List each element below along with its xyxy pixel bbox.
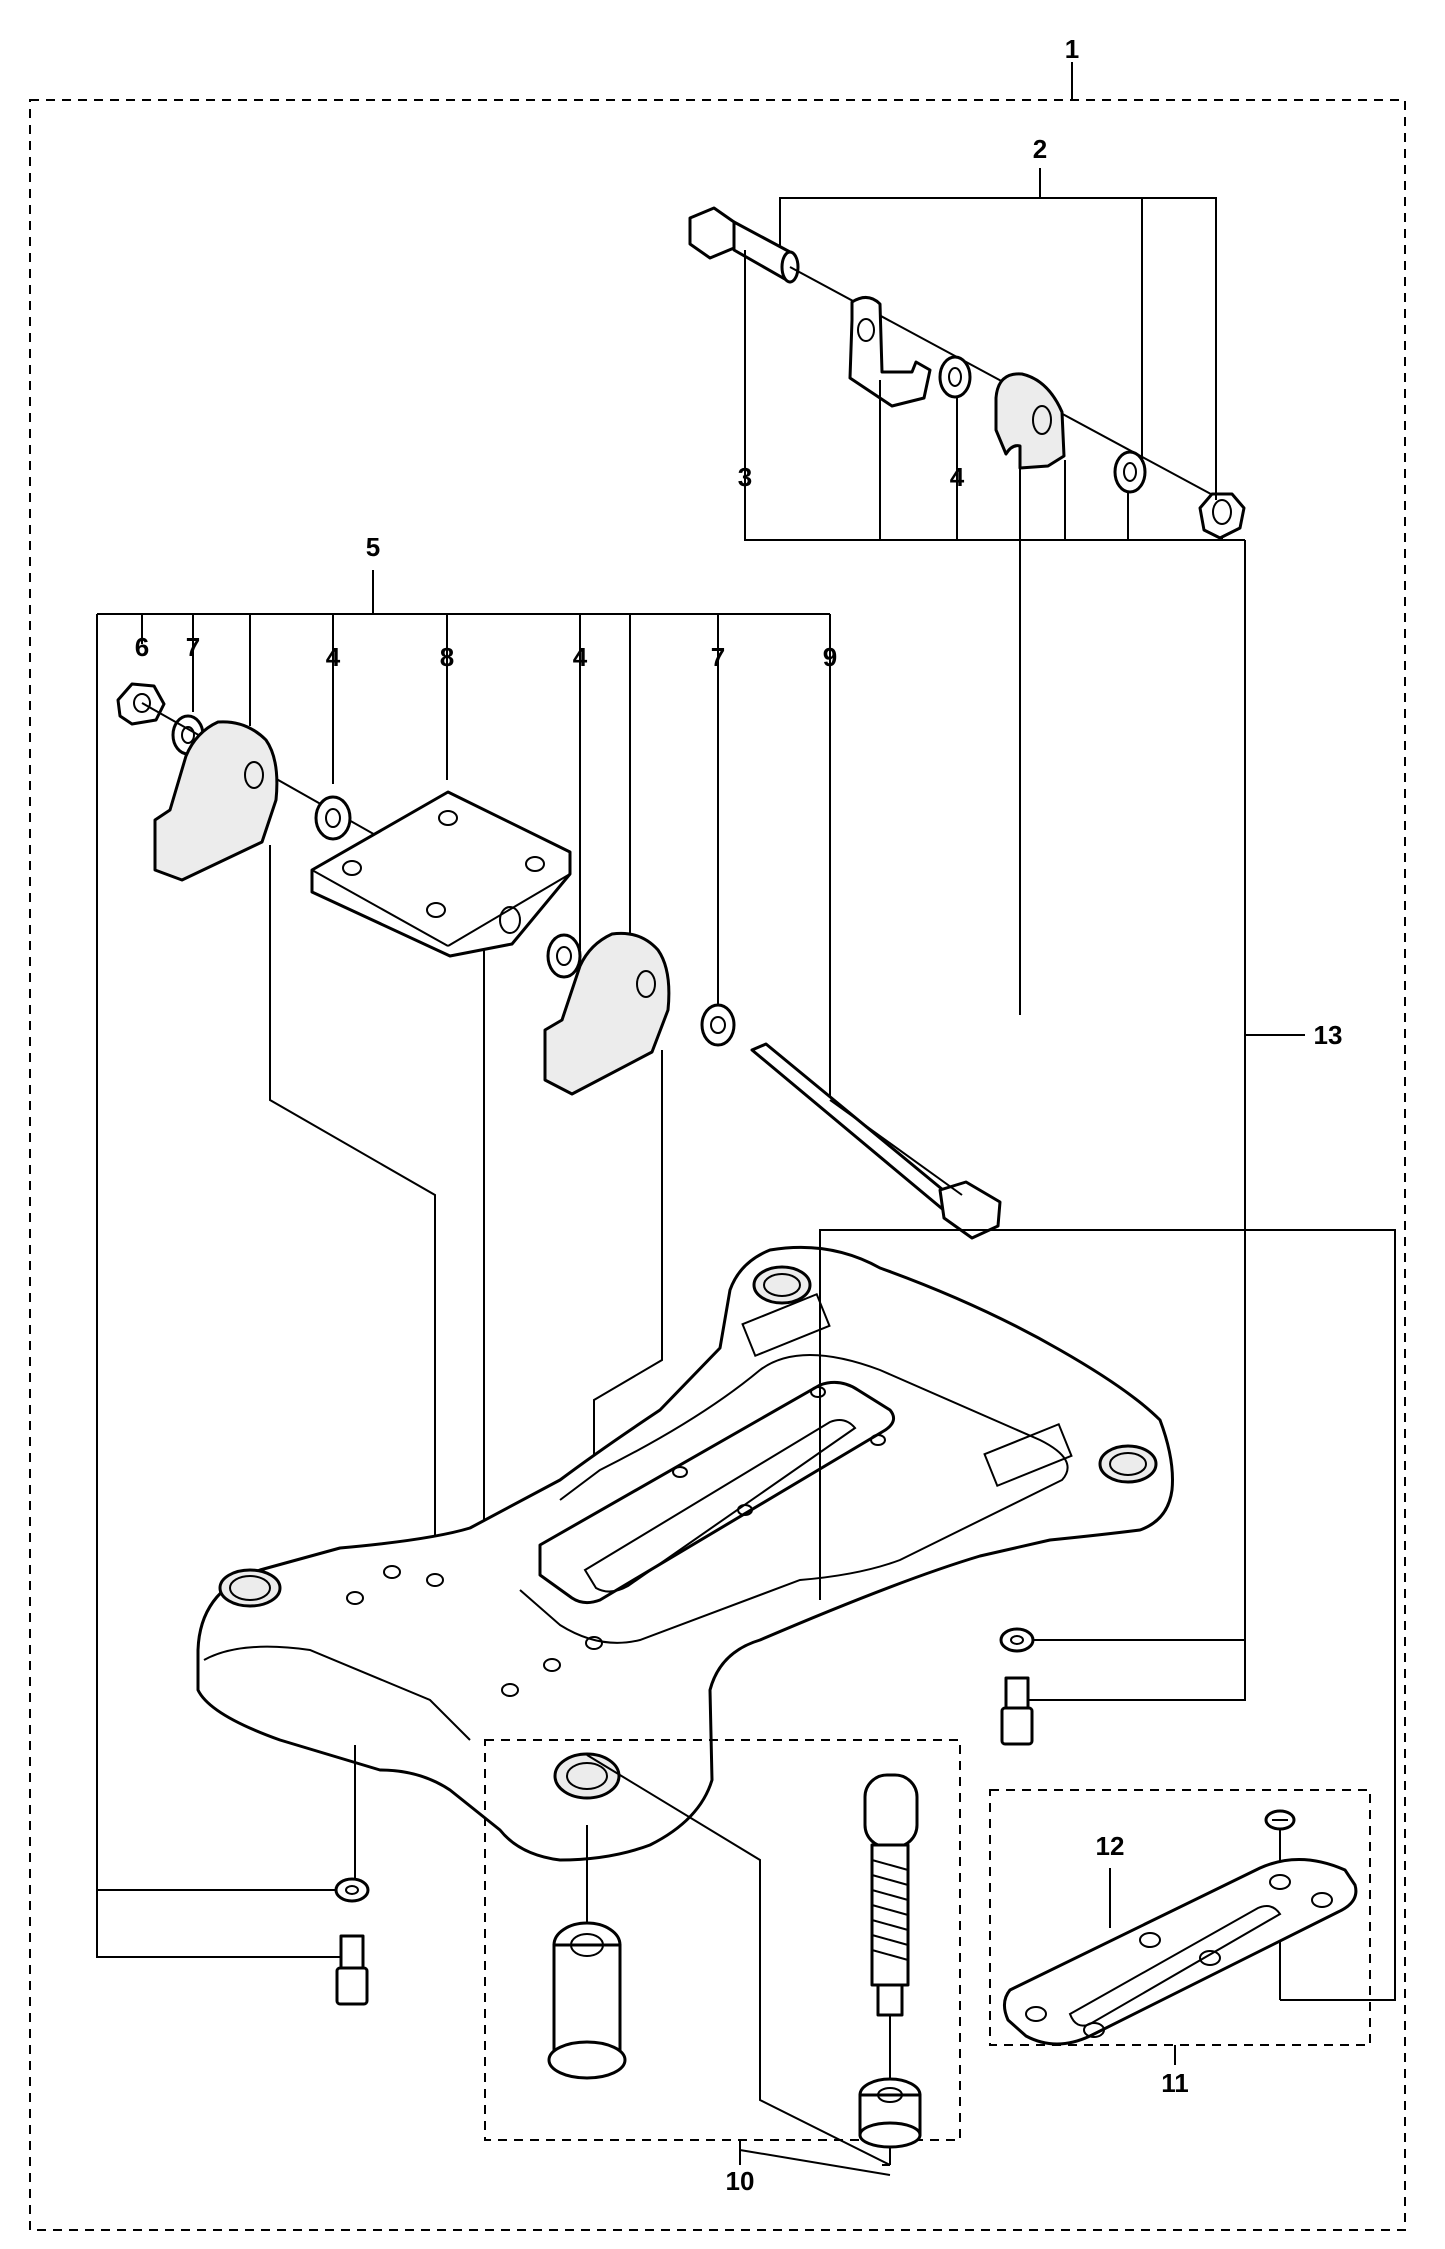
subassembly-10 [484,1739,961,2176]
slotted-plate-part-12 [1003,1858,1358,2046]
washer-part-7-right [700,1003,736,1047]
base-plate-part [196,1245,1174,1862]
callout-7-left: 7 [186,632,200,662]
callout-2: 2 [1033,134,1047,164]
bracket-plate-part [848,296,932,408]
callout-12: 12 [1096,1831,1125,1861]
washer-part-4-top [938,355,972,399]
clamp-block-part [994,372,1066,470]
callout-4-top: 4 [950,462,965,492]
subassembly-2 [688,168,1246,1015]
washer-part-4-left [314,795,352,841]
washer-screw-left [334,1877,370,2006]
mounting-block-part-8 [310,790,572,958]
callout-3: 3 [738,462,752,492]
bolt-part-3 [688,206,800,284]
callout-6: 6 [135,632,149,662]
callout-1: 1 [1065,34,1079,64]
screw-part-12-top [1264,1809,1296,1870]
clamp-block-left [153,720,279,882]
pin-part-9 [750,1042,1002,1240]
washer-part-4-mid [546,933,582,979]
washer-part-right [1113,450,1147,494]
callout-4-left: 4 [326,642,341,672]
assembly-frame-1 [29,99,1406,2231]
nut-part-10 [858,2077,922,2149]
nut-part-6 [116,682,166,726]
callout-4-mid: 4 [573,642,588,672]
nut-part-right [1198,492,1246,540]
callout-8: 8 [440,642,454,672]
callout-5: 5 [366,532,380,562]
subassembly-5 [96,570,1002,1958]
callout-11: 11 [1161,2068,1189,2098]
callout-9: 9 [823,642,837,672]
threaded-bolt-part [863,1773,919,2017]
callout-7-right: 7 [711,642,725,672]
sleeve-part [547,1921,627,2080]
callout-10: 10 [726,2166,755,2196]
washer-screw-right [999,1627,1035,1746]
callout-13: 13 [1314,1020,1343,1050]
subassembly-11 [989,1789,1371,2065]
clamp-block-right [543,931,671,1096]
